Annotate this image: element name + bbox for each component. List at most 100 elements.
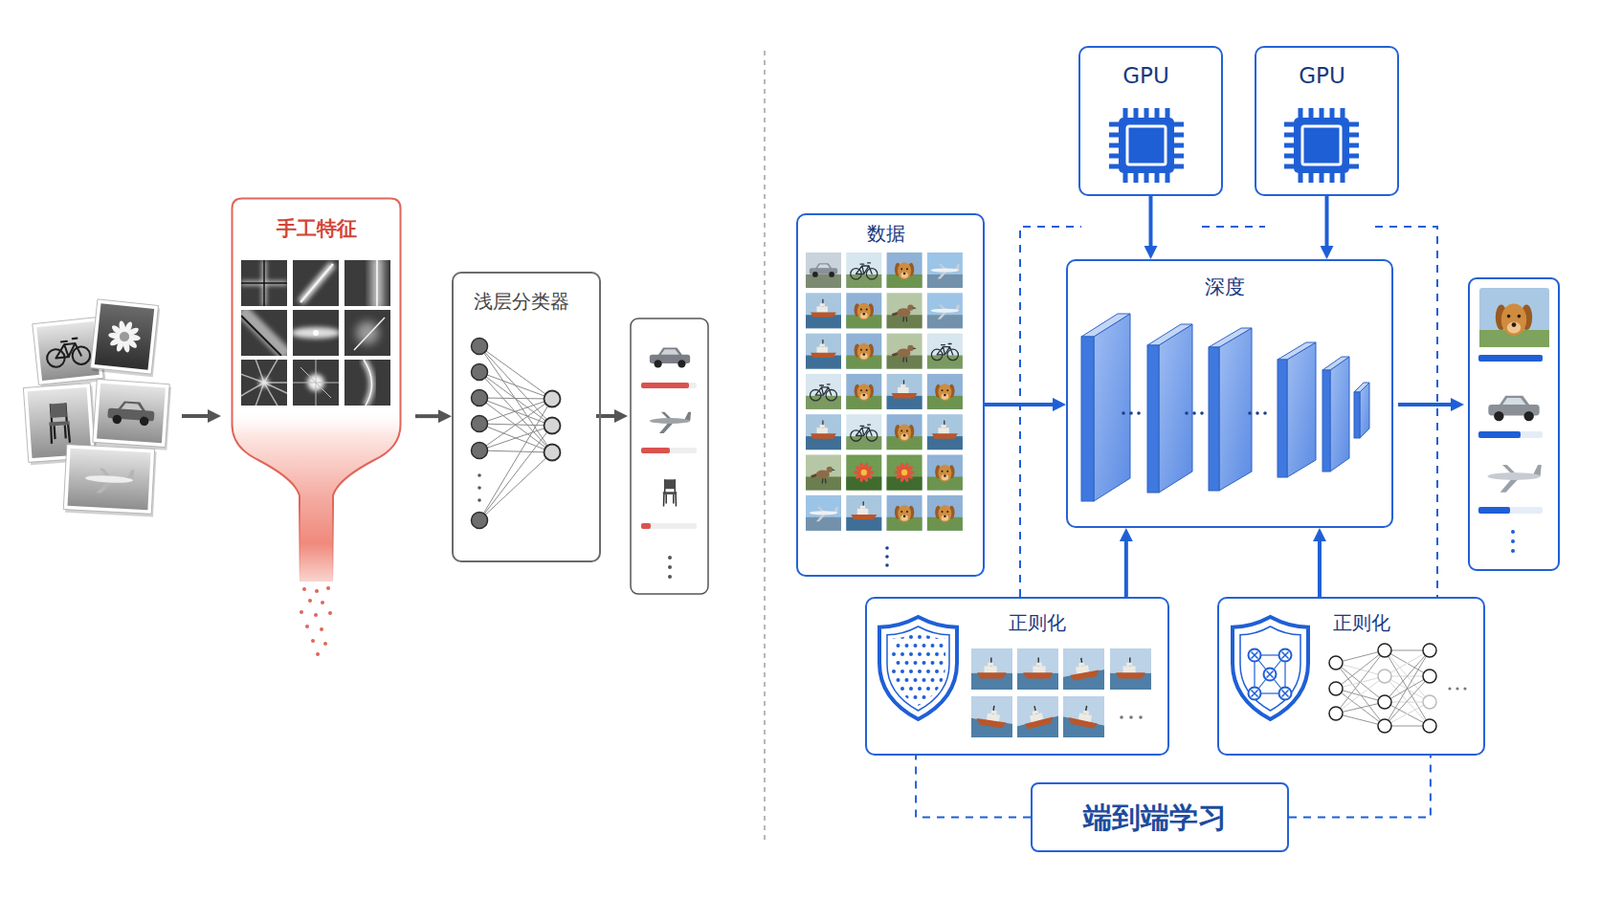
ellipsis-dot <box>667 565 672 570</box>
shield-dot <box>909 652 913 657</box>
data-thumbnail <box>927 374 963 410</box>
ship-bridge <box>820 343 825 347</box>
data-thumbnail <box>927 414 963 450</box>
score-bar <box>641 523 651 530</box>
network-link <box>479 398 553 400</box>
funnel-drop <box>328 611 333 616</box>
shield-dot <box>896 695 901 700</box>
cnn-layer <box>1277 342 1316 478</box>
network-link <box>1335 688 1385 727</box>
shield-dot <box>909 687 913 691</box>
shield-dot <box>939 695 944 700</box>
dog-nose <box>1511 322 1517 328</box>
chip-pin <box>1309 173 1314 183</box>
shield-dot <box>926 704 931 709</box>
shield-dot <box>931 678 935 683</box>
dog-eye <box>900 511 903 513</box>
data-thumbnail <box>887 455 923 491</box>
network-link <box>479 399 553 521</box>
sample-content <box>971 648 1013 690</box>
car-wheel <box>111 414 122 424</box>
bird-head <box>826 466 833 473</box>
bird-legs <box>903 357 908 363</box>
ship-bridge <box>1083 711 1089 716</box>
ship-cabin <box>1122 666 1135 673</box>
dog-nose <box>943 394 947 398</box>
process-box: 深度 <box>1066 259 1394 529</box>
chip-pin <box>1284 164 1294 170</box>
score-bar <box>641 382 689 389</box>
network-unit <box>544 444 561 462</box>
ellipsis-dot <box>885 563 889 568</box>
layer-top <box>1147 324 1193 346</box>
thumb-sky <box>845 495 882 532</box>
network-unit <box>471 443 489 460</box>
dropout-unit <box>1248 688 1262 701</box>
data-thumbnail <box>927 455 963 491</box>
chip-pin <box>1165 173 1171 183</box>
dog-eye <box>866 309 868 312</box>
chip-pin <box>1174 122 1184 128</box>
plane-body <box>1487 472 1540 481</box>
data-thumbnail <box>927 292 963 329</box>
flow-arrow <box>1325 196 1330 246</box>
ship-bridge <box>1032 711 1040 716</box>
network-link <box>479 346 553 426</box>
thumb-sky <box>845 414 882 450</box>
shield-dot <box>948 661 953 666</box>
shield-outline <box>1232 617 1309 720</box>
network-unit <box>471 512 489 530</box>
cnn-layer <box>1354 382 1370 439</box>
dog-eye <box>941 470 944 473</box>
augmented-sample <box>1063 696 1105 738</box>
score-track <box>1478 431 1543 439</box>
data-thumbnail <box>845 333 882 370</box>
ship-bridge <box>941 424 947 428</box>
network-unit <box>544 391 561 408</box>
funnel-drop <box>326 586 331 591</box>
shield-dot <box>922 678 927 683</box>
photo-image <box>36 321 100 381</box>
shield-dot <box>939 661 944 666</box>
thumb-sky <box>805 495 842 532</box>
thumb-sky <box>927 414 963 450</box>
data-thumbnail <box>805 455 842 491</box>
network-link <box>1384 676 1430 703</box>
dog-muzzle <box>900 434 909 441</box>
bird-beak <box>832 468 837 471</box>
data-thumbnail <box>927 252 963 289</box>
funnel-drop <box>308 599 312 603</box>
ellipsis-dot <box>1463 687 1467 690</box>
shield-dot <box>917 635 922 640</box>
network-link <box>479 346 553 453</box>
ellipsis-dot <box>1129 411 1134 416</box>
dog-head <box>897 423 912 442</box>
shield-dot <box>926 652 931 657</box>
layer-side <box>1158 324 1193 493</box>
chip-pin <box>1133 173 1139 183</box>
thumb-sea <box>1017 713 1059 738</box>
thumb-ground <box>805 517 842 532</box>
shield-dot <box>900 635 905 640</box>
ellipsis-dot <box>1192 411 1197 416</box>
funnel-shape <box>230 197 402 582</box>
ship-hull <box>1023 716 1054 730</box>
flower-center <box>901 469 908 476</box>
bike-frame <box>53 337 81 358</box>
photo-image <box>96 383 166 445</box>
shield-dot <box>934 669 939 674</box>
node-title: 正则化 <box>962 611 1112 635</box>
shield-dot <box>931 661 935 666</box>
bike-frame <box>936 344 954 356</box>
augmented-sample <box>971 696 1013 738</box>
dropout-cross <box>1251 652 1259 660</box>
augmented-sample <box>971 648 1013 690</box>
chair-legs <box>664 479 677 507</box>
input-photo <box>92 378 173 450</box>
shield-dot <box>922 695 927 700</box>
dog-head <box>857 343 871 361</box>
dog-nose <box>863 353 867 356</box>
network-unit <box>1329 656 1343 670</box>
shield-dot <box>900 687 905 691</box>
